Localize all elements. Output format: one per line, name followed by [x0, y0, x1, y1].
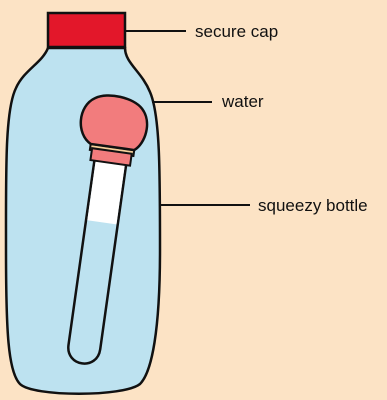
squeezy-bottle-label: squeezy bottle [258, 196, 368, 216]
secure-cap-label: secure cap [195, 22, 278, 42]
water-label: water [222, 92, 264, 112]
secure-cap [48, 13, 125, 47]
